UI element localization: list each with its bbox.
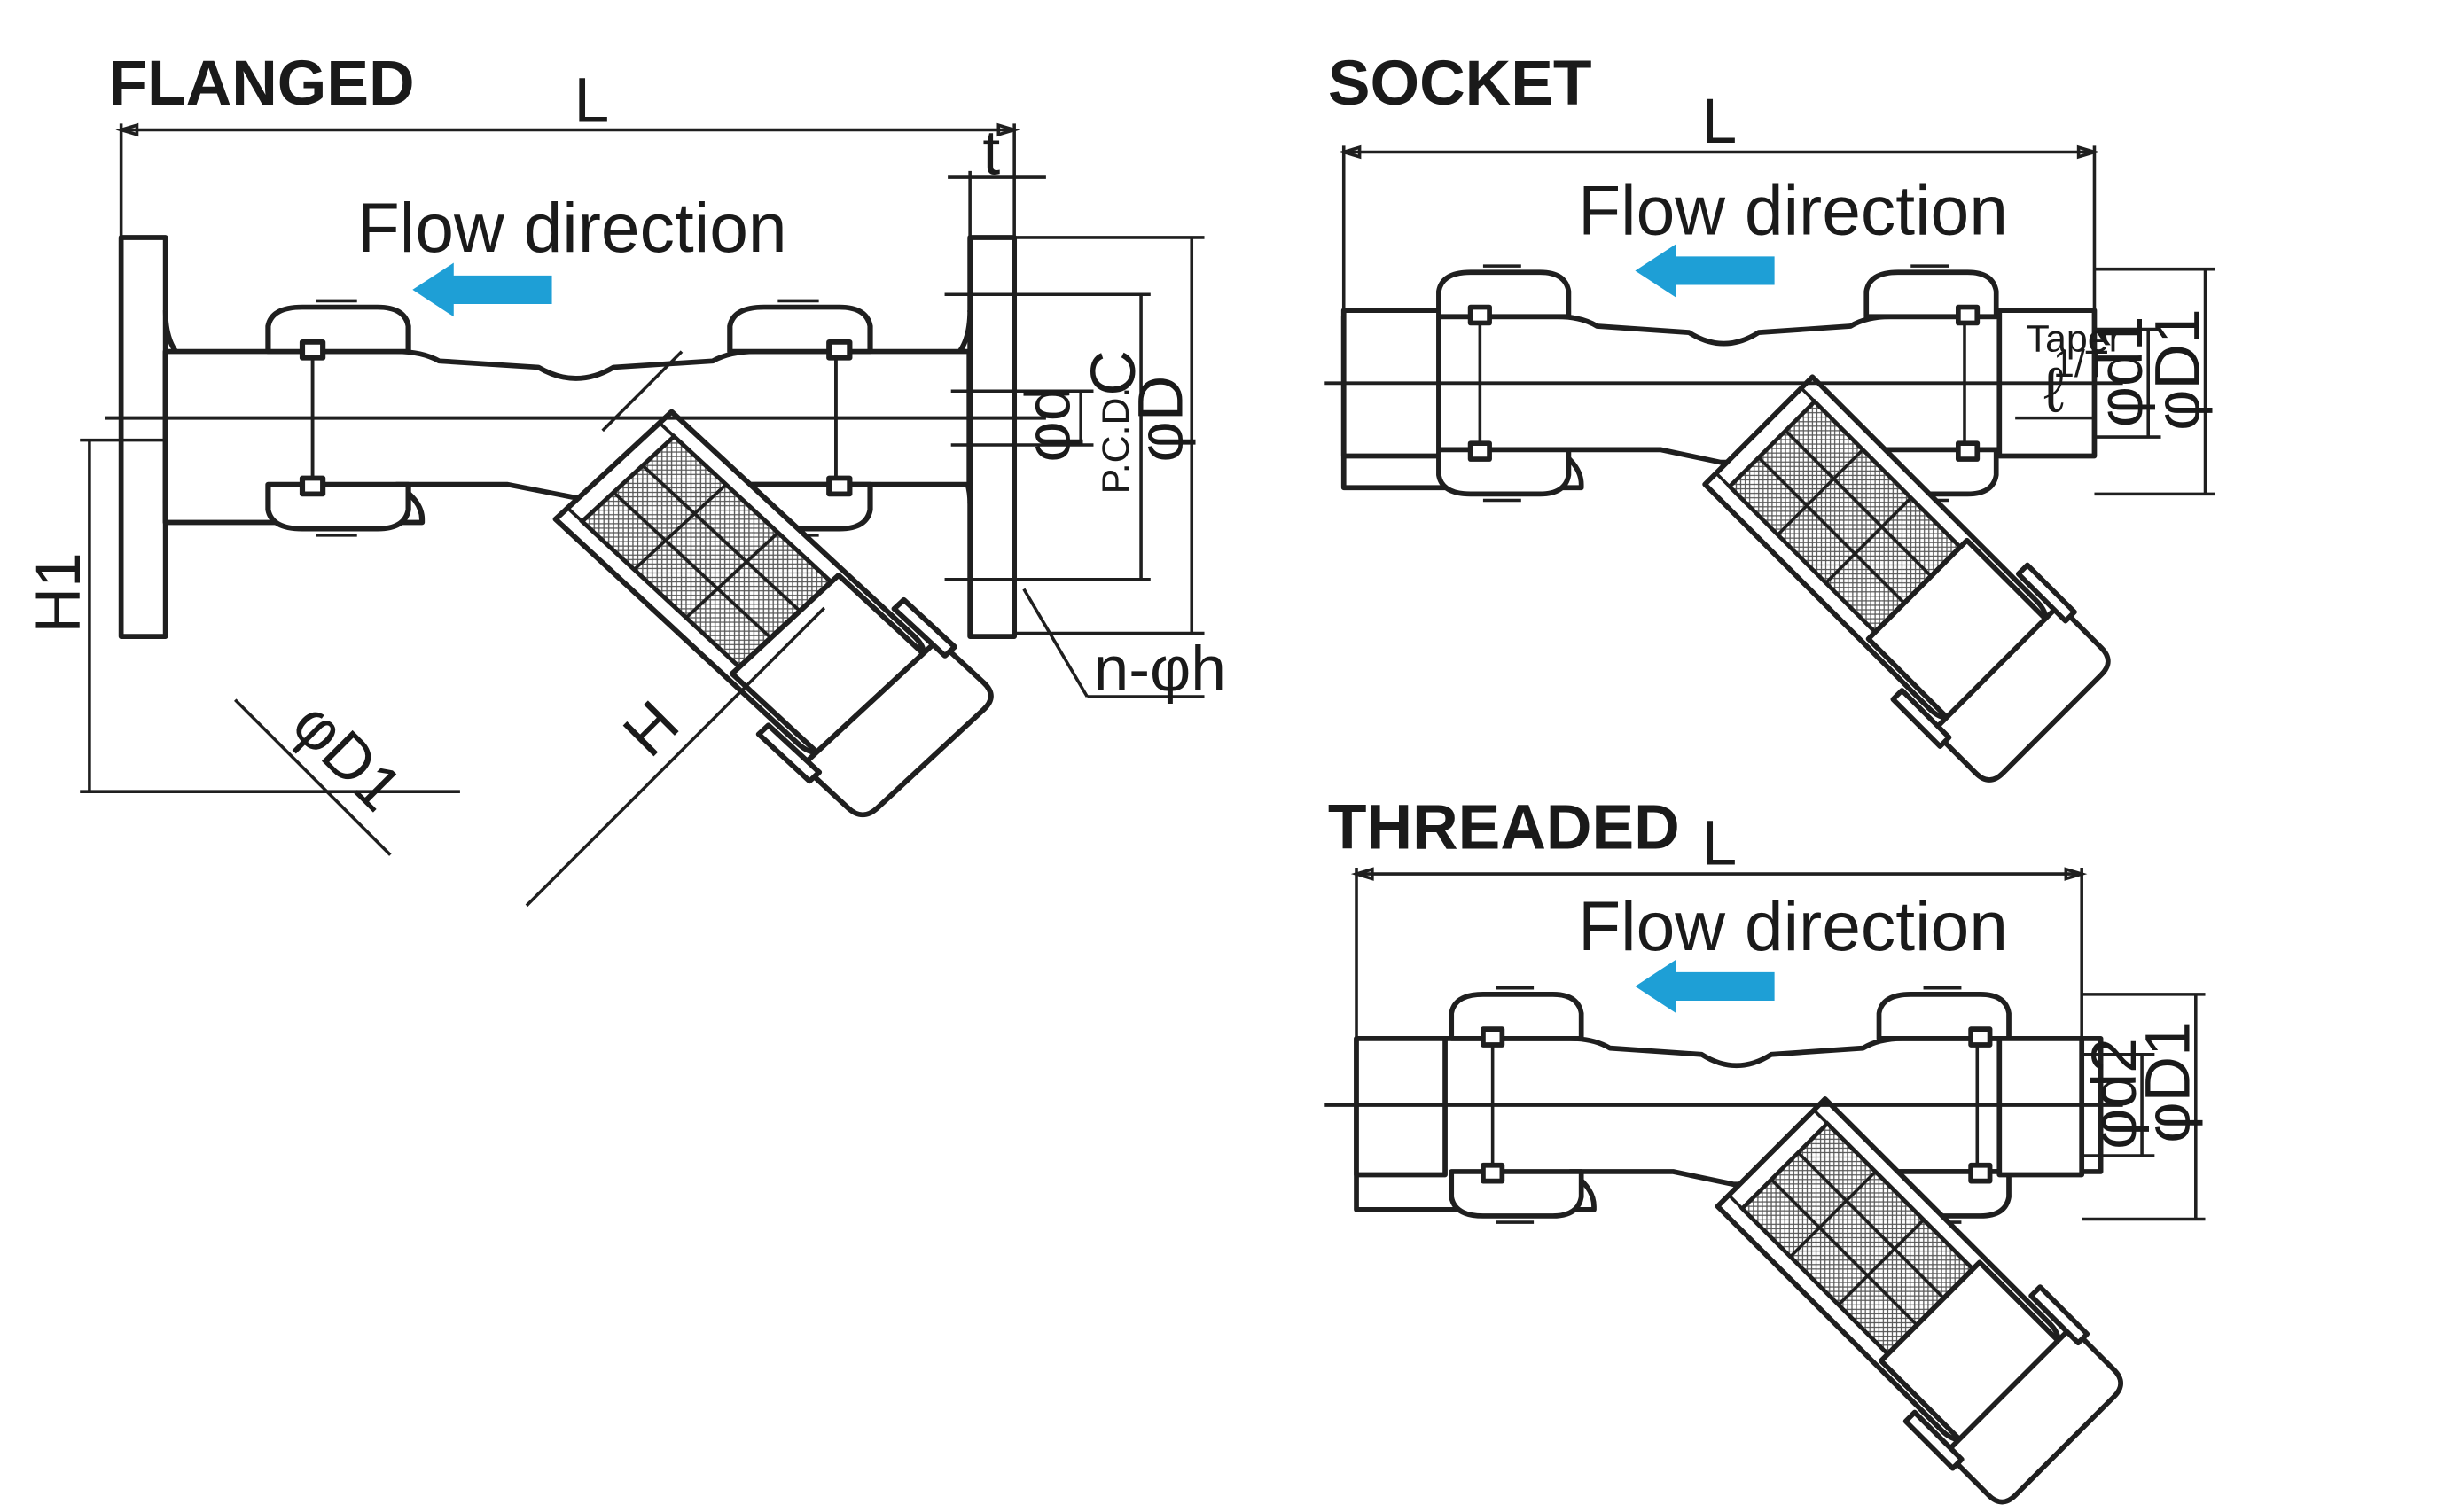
socket-taper-ratio: 1/T (2053, 343, 2108, 386)
socket-title: SOCKET (1328, 48, 1592, 119)
socket-dim-od: φD1 (2142, 308, 2213, 431)
socket-flow-arrow-icon (1635, 244, 1775, 298)
flanged-dim-bolt-holes: n-φh (1093, 634, 1226, 705)
socket-dim-l: L (1701, 86, 1737, 157)
threaded-dim-od: φD1 (2133, 1021, 2204, 1143)
flanged-dim-l: L (574, 66, 610, 136)
socket-dim-bore: φd1 (2085, 316, 2156, 428)
threaded-dim-l: L (1701, 807, 1737, 878)
flanged-dim-pcd-prefix: P.C.D. (1095, 387, 1137, 495)
flanged-dim-od: φD (1126, 376, 1197, 463)
threaded-view: THREADED Flow direction L φd2 φD1 (1324, 792, 2206, 1512)
threaded-flow-label: Flow direction (1578, 887, 2008, 965)
threaded-title: THREADED (1328, 792, 1680, 863)
flanged-dim-h1: H1 (23, 552, 94, 633)
flanged-title: FLANGED (108, 48, 414, 119)
socket-dim-depth: ℓ (2043, 355, 2064, 425)
socket-flow-label: Flow direction (1578, 171, 2008, 249)
flanged-view: FLANGED Flow direction L t (23, 48, 1226, 908)
threaded-flow-arrow-icon (1635, 959, 1775, 1014)
flanged-dim-pcd: C (1078, 350, 1149, 396)
flanged-dim-bore: φd (1013, 386, 1084, 463)
right-flange (967, 235, 1018, 639)
flanged-dim-h: H (610, 688, 692, 770)
flanged-flow-label: Flow direction (357, 189, 787, 267)
flanged-dim-cap-dia: φD1 (279, 688, 416, 824)
socket-view: SOCKET Flow direction L Taper 1/T ℓ φd1 … (1324, 48, 2215, 791)
socket-taper-label: Taper (2027, 318, 2121, 361)
threaded-dim-thread: φd2 (2079, 1038, 2150, 1150)
flanged-dim-t: t (982, 118, 1000, 189)
left-flange (118, 235, 168, 639)
flanged-flow-arrow-icon (412, 262, 552, 317)
